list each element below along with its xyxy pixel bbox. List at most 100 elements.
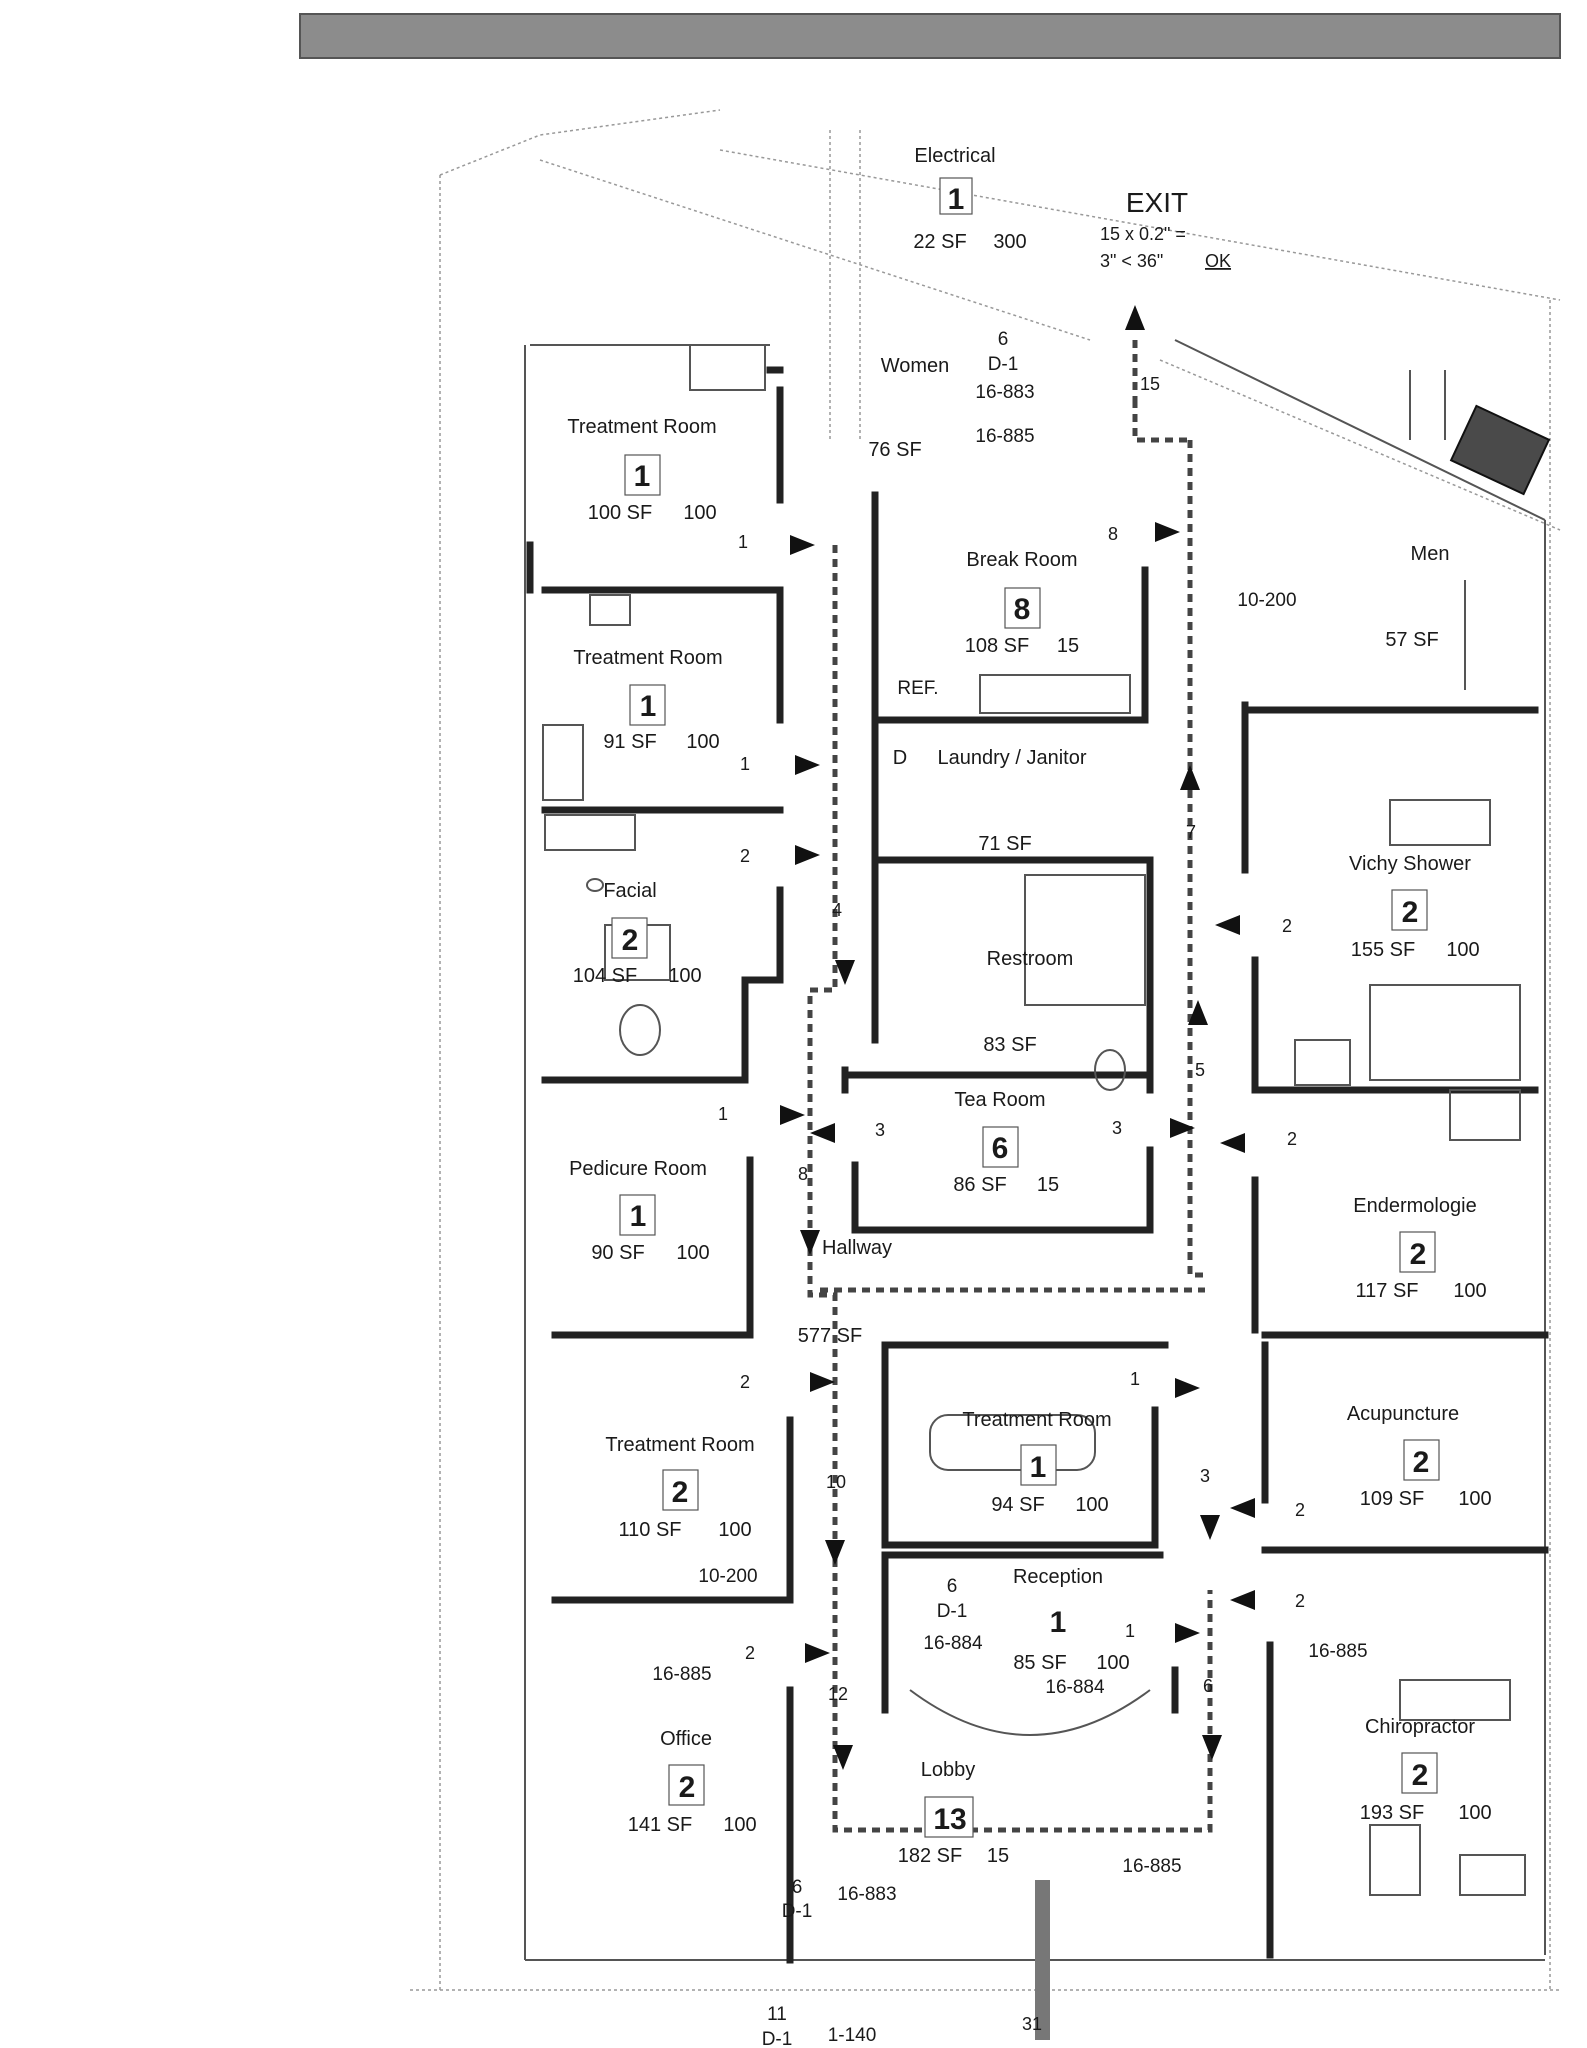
ref-16-885-lobby: 16-885 (1122, 1856, 1181, 1877)
room-restroom-name: Restroom (987, 948, 1074, 970)
room-women-name: Women (881, 355, 950, 377)
ref-16-885-top: 16-885 (975, 426, 1034, 447)
site-outline (410, 109, 1561, 1991)
count-break: 8 (1108, 524, 1118, 544)
room-endermologie-name: Endermologie (1353, 1195, 1476, 1217)
count-pedicure: 1 (718, 1104, 728, 1124)
count-reception: 1 (1125, 1621, 1135, 1641)
count-left-8: 8 (798, 1164, 808, 1184)
room-laundry-name: Laundry / Janitor (938, 747, 1087, 769)
room-lobby-area: 182 SF (898, 1845, 962, 1867)
room-vichy-area: 155 SF (1351, 939, 1415, 961)
room-lobby-factor: 15 (987, 1845, 1009, 1867)
room-chiropractor: Chiropractor 2 193 SF 100 (1360, 1716, 1492, 1824)
room-laundry-area: 71 SF (978, 833, 1031, 855)
count-right-5: 5 (1195, 1060, 1205, 1080)
count-office: 2 (745, 1643, 755, 1663)
room-endermologie-factor: 100 (1453, 1280, 1486, 1302)
count-tea-left: 3 (875, 1120, 885, 1140)
arrow-left-8 (800, 1230, 820, 1255)
count-treat1: 1 (738, 532, 748, 552)
arrow-vichy (1215, 915, 1240, 935)
door-tag-type: D-1 (937, 1601, 968, 1622)
room-office-factor: 100 (723, 1814, 756, 1836)
room-lobby-name: Lobby (921, 1759, 976, 1781)
room-pedicure-occupants: 1 (630, 1200, 647, 1233)
room-break: Break Room 8 108 SF 15 REF. (897, 549, 1079, 699)
room-endermologie-occupants: 2 (1410, 1238, 1427, 1271)
room-men: Men 57 SF (1385, 543, 1449, 651)
count-right-6: 6 (1203, 1676, 1213, 1696)
room-treatment-1-occupants: 1 (634, 460, 651, 493)
arrow-exit (1125, 305, 1145, 330)
room-restroom: Restroom 83 SF (983, 948, 1073, 1056)
arrow-treat3 (1175, 1378, 1200, 1398)
room-treatment-3-area: 94 SF (991, 1494, 1044, 1516)
room-treatment-4-name: Treatment Room (605, 1434, 754, 1456)
arrow-tea-left (810, 1123, 835, 1143)
room-pedicure: Pedicure Room 1 90 SF 100 (569, 1158, 710, 1264)
scan-header-band (300, 14, 1560, 58)
room-treatment-2-factor: 100 (686, 731, 719, 753)
ref-16-885-office: 16-885 (652, 1664, 711, 1685)
room-acupuncture-name: Acupuncture (1347, 1403, 1459, 1425)
door-tag-6-top: 6 D-1 (988, 329, 1019, 375)
room-treatment-3-occupants: 1 (1030, 1451, 1047, 1484)
room-treatment-3-factor: 100 (1075, 1494, 1108, 1516)
room-vichy-occupants: 2 (1402, 896, 1419, 929)
count-treat3: 1 (1130, 1369, 1140, 1389)
door-tag-type: D-1 (988, 354, 1019, 375)
room-treatment-4-area: 110 SF (619, 1519, 682, 1541)
room-electrical-occupants: 1 (948, 183, 965, 216)
room-women: Women 76 SF (868, 355, 949, 461)
exit-note: EXIT 15 x 0.2" = 3" < 36" OK (1100, 187, 1231, 271)
room-vichy-name: Vichy Shower (1349, 853, 1471, 875)
room-office-occupants: 2 (679, 1771, 696, 1804)
count-right-7: 7 (1186, 822, 1196, 842)
room-pedicure-area: 90 SF (591, 1242, 644, 1264)
room-treatment-1-name: Treatment Room (567, 416, 716, 438)
room-office-name: Office (660, 1728, 712, 1750)
room-chiropractor-area: 193 SF (1360, 1802, 1424, 1824)
room-pedicure-factor: 100 (676, 1242, 709, 1264)
arrow-facial (795, 845, 820, 865)
room-chiropractor-factor: 100 (1458, 1802, 1491, 1824)
door-tag-number: 6 (792, 1877, 803, 1898)
room-chiropractor-occupants: 2 (1412, 1759, 1429, 1792)
room-men-name: Men (1411, 543, 1450, 565)
room-vichy: Vichy Shower 2 155 SF 100 (1349, 853, 1480, 961)
exit-title: EXIT (1126, 187, 1188, 218)
exit-calc-ok: OK (1205, 251, 1231, 271)
room-reception-occupants: 1 (1050, 1606, 1067, 1639)
room-tea-name: Tea Room (954, 1089, 1045, 1111)
room-chiropractor-name: Chiropractor (1365, 1716, 1475, 1738)
room-facial: Facial 2 104 SF 100 (573, 880, 702, 987)
room-treatment-1-area: 100 SF (588, 502, 652, 524)
room-hallway: Hallway 577 SF (798, 1237, 892, 1347)
count-right-3: 3 (1200, 1466, 1210, 1486)
arrow-treat1 (790, 535, 815, 555)
ref-10-200-left: 10-200 (698, 1566, 757, 1587)
door-tag-number: 6 (947, 1576, 958, 1597)
arrow-right-5 (1188, 1000, 1208, 1025)
room-reception-area: 85 SF (1013, 1652, 1066, 1674)
room-treatment-4: Treatment Room 2 110 SF 100 (605, 1434, 754, 1541)
room-treatment-2-occupants: 1 (640, 690, 657, 723)
room-laundry: D Laundry / Janitor 71 SF (893, 747, 1087, 855)
room-electrical-factor: 300 (993, 231, 1026, 253)
room-endermologie: Endermologie 2 117 SF 100 (1353, 1195, 1486, 1302)
count-vichy: 2 (1282, 916, 1292, 936)
ref-1-140: 1-140 (828, 2025, 877, 2046)
door-tag-number: 6 (998, 329, 1009, 350)
room-office: Office 2 141 SF 100 (628, 1728, 757, 1836)
door-tag-type: D-1 (762, 2029, 793, 2048)
room-facial-name: Facial (603, 880, 656, 902)
arrow-left-12 (833, 1745, 853, 1770)
room-hallway-area: 577 SF (798, 1325, 862, 1347)
count-chiro: 2 (1295, 1591, 1305, 1611)
room-restroom-area: 83 SF (983, 1034, 1036, 1056)
count-treat2: 1 (740, 754, 750, 774)
fixtures (542, 344, 1551, 2040)
count-acupuncture: 2 (1295, 1500, 1305, 1520)
